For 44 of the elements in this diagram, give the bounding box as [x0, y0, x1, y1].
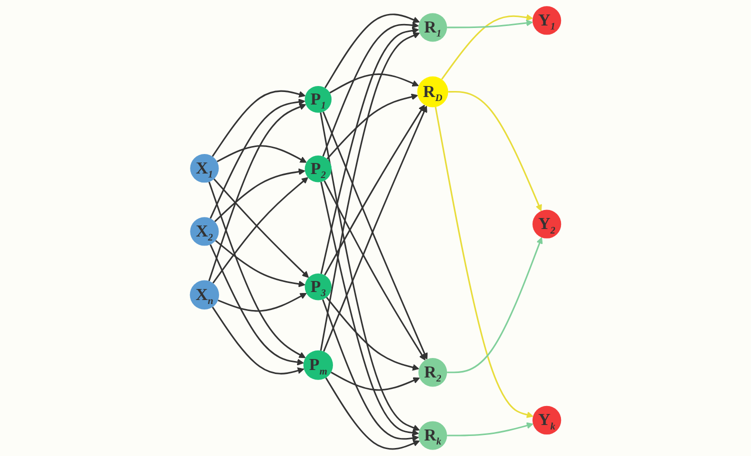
arrow: [320, 32, 420, 351]
arrow: [320, 182, 419, 436]
arrow: [324, 14, 420, 88]
arrow: [320, 27, 419, 274]
arrow: [447, 20, 533, 28]
arrow: [215, 240, 306, 288]
node-circle: P$_{3}$: [304, 273, 332, 300]
arrow: [210, 98, 306, 219]
node-circle: R$_{2}$: [418, 358, 448, 387]
arrow: [325, 377, 420, 450]
node-circle: P$_{1}$: [304, 86, 332, 113]
arrow: [434, 106, 534, 418]
node-circle: X$_{2}$: [190, 217, 219, 246]
node-circle: P$_{m}$: [303, 350, 333, 380]
node-circle: R$_{D}$: [417, 76, 448, 108]
node-circle: R$_{k}$: [418, 421, 448, 450]
arrow: [210, 244, 304, 366]
arrow: [218, 292, 307, 312]
arrow: [326, 94, 418, 160]
node-circle: R$_{1}$: [418, 13, 448, 42]
arrow: [447, 237, 543, 374]
arrow: [208, 182, 306, 358]
arrow: [320, 112, 420, 431]
node-circle: X$_{n}$: [190, 280, 220, 310]
arrow: [448, 91, 542, 212]
arrow: [330, 372, 420, 391]
arrow: [212, 90, 306, 157]
arrow: [324, 180, 426, 360]
arrow: [212, 306, 304, 374]
arrow: [447, 422, 534, 436]
node-circle: P$_{2}$: [304, 155, 332, 182]
arrow: [322, 299, 419, 442]
node-circle: X$_{1}$: [190, 154, 219, 183]
arrow: [216, 145, 307, 163]
node-circle: Y$_{1}$: [532, 6, 562, 35]
node-circle: Y$_{2}$: [532, 210, 562, 238]
node-circle: Y$_{k}$: [532, 406, 562, 435]
arrow: [329, 73, 419, 94]
arrow: [214, 168, 306, 222]
arrow: [326, 296, 420, 371]
arrow: [208, 104, 306, 282]
arrow: [324, 104, 425, 276]
arrow: [441, 14, 533, 80]
arrow: [322, 22, 419, 157]
